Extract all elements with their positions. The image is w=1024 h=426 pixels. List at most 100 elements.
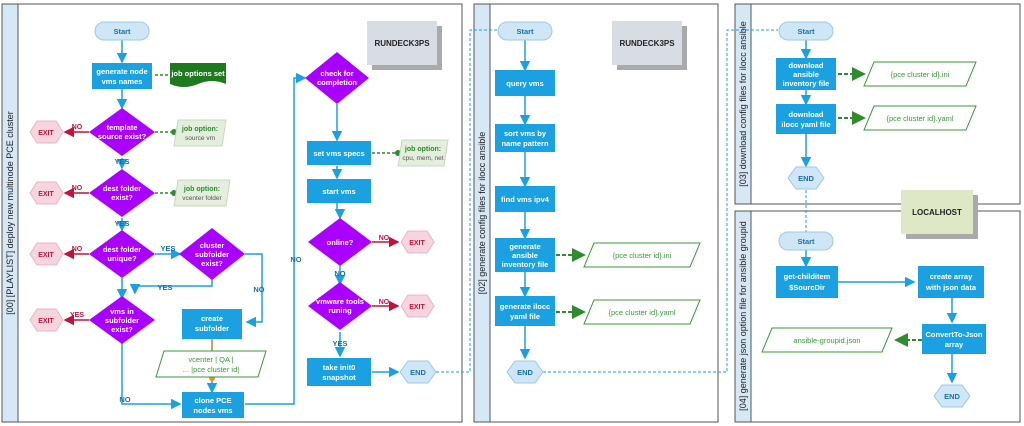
svg-text:dest folder: dest folder: [103, 245, 141, 254]
svg-text:vms names: vms names: [102, 77, 143, 86]
svg-text:EXIT: EXIT: [38, 130, 54, 137]
svg-text:exist?: exist?: [201, 259, 223, 268]
svg-text:Start: Start: [113, 27, 131, 36]
svg-text:Start: Start: [797, 27, 815, 36]
svg-text:NO: NO: [290, 255, 301, 264]
lane-02-title: [02] generate config files for ilocc ans…: [477, 132, 487, 295]
exit-hexagon-4: EXIT: [29, 308, 64, 332]
svg-text:NO: NO: [119, 395, 130, 404]
template-source-decision: template source exist?: [89, 108, 155, 156]
exit-hexagon-5: EXIT: [400, 230, 435, 254]
svg-text:dest folder: dest folder: [103, 184, 141, 193]
start-vms-step: start vms: [307, 179, 371, 203]
end-hexagon-00: END: [399, 360, 437, 384]
yaml-file-data-02: {pce cluster id}.yaml: [583, 299, 701, 325]
exit-hexagon-3: EXIT: [29, 242, 64, 266]
download-inventory-step: download ansible inventory file: [776, 58, 836, 90]
lane-00: [00] [PLAYLIST] deploy new multinode PCE…: [1, 3, 463, 423]
svg-text:END: END: [798, 174, 814, 183]
lane-00-title: [00] [PLAYLIST] deploy new multinode PCE…: [5, 111, 15, 314]
get-childitem-step: get-childitem $SourcDir: [776, 266, 838, 298]
svg-text:with json data: with json data: [925, 283, 977, 292]
svg-text:NO: NO: [72, 185, 83, 192]
generate-node-names-step: generate node vms names: [92, 63, 152, 89]
lane-00-option-links: [155, 74, 398, 194]
svg-text:END: END: [944, 392, 960, 401]
svg-text:source exist?: source exist?: [98, 132, 147, 141]
svg-text:RUNDECK3PS: RUNDECK3PS: [374, 39, 430, 48]
svg-text:get-childitem: get-childitem: [784, 272, 831, 281]
ini-file-data-02: {pce cluster id}.ini: [583, 242, 701, 268]
svg-text:exist?: exist?: [111, 325, 133, 334]
svg-text:vmware tools: vmware tools: [316, 297, 364, 306]
svg-text:Start: Start: [516, 27, 534, 36]
query-vms-step: query vms: [495, 70, 555, 96]
svg-text:YES: YES: [114, 219, 129, 228]
vms-in-subfolder-decision: vms in subfolder exist?: [89, 296, 155, 344]
svg-text:job options set: job options set: [170, 69, 225, 78]
svg-text:job option:: job option:: [183, 186, 220, 193]
start-terminal-04: Start: [778, 231, 834, 251]
svg-text:take init0: take init0: [323, 363, 356, 372]
svg-text:LOCALHOST: LOCALHOST: [912, 208, 962, 217]
svg-text:NO: NO: [379, 299, 390, 306]
svg-text:EXIT: EXIT: [409, 240, 425, 247]
download-yaml-step: download ilocc yaml file: [776, 104, 836, 134]
generate-inventory-step: generate ansible inventory file: [495, 238, 555, 272]
svg-text:generate ilocc: generate ilocc: [500, 302, 550, 311]
start-terminal-00: Start: [94, 21, 150, 41]
svg-text:start vms: start vms: [322, 187, 355, 196]
svg-text:source vm: source vm: [185, 135, 215, 142]
start-terminal-02: Start: [497, 21, 553, 41]
sort-vms-step: sort vms by name pattern: [495, 124, 555, 152]
svg-text:inventory file: inventory file: [502, 260, 549, 269]
svg-text:check for: check for: [320, 69, 353, 78]
svg-text:subfolder: subfolder: [105, 316, 139, 325]
start-terminal-03: Start: [778, 21, 834, 41]
svg-text:ConvertTo-Json: ConvertTo-Json: [926, 330, 983, 339]
svg-text:vcenter | QA |: vcenter | QA |: [188, 355, 233, 364]
svg-text:generate node: generate node: [96, 67, 147, 76]
svg-text:NO: NO: [72, 124, 83, 131]
lane-03: [03] download config files for ilocc ans…: [734, 3, 1021, 205]
svg-text:YES: YES: [157, 283, 172, 292]
yaml-file-data-03: {pce cluster id}.yaml: [863, 105, 977, 131]
inter-lane-links: [436, 29, 807, 373]
svg-text:YES: YES: [332, 339, 347, 348]
svg-text:clone PCE: clone PCE: [194, 396, 231, 405]
svg-text:create: create: [201, 314, 223, 323]
svg-text:ansible: ansible: [512, 251, 538, 260]
svg-text:template: template: [107, 123, 138, 132]
svg-text:{pce cluster id}.yaml: {pce cluster id}.yaml: [608, 308, 675, 317]
job-options-set-document: job options set: [170, 63, 226, 87]
lane-04: [04] generate json option file for ansib…: [734, 210, 1021, 423]
svg-text:job option:: job option:: [404, 146, 441, 153]
svg-text:exist?: exist?: [111, 193, 133, 202]
svg-text:array: array: [945, 340, 964, 349]
svg-text:set vms specs: set vms specs: [313, 149, 364, 158]
svg-text:EXIT: EXIT: [38, 252, 54, 259]
svg-text:cluster: cluster: [200, 241, 225, 250]
generate-yaml-step: generate ilocc yaml file: [495, 296, 555, 326]
end-hexagon-02: END: [506, 360, 544, 384]
svg-text:create array: create array: [930, 272, 973, 281]
svg-text:ilocc yaml file: ilocc yaml file: [781, 120, 830, 129]
dest-folder-exist-decision: dest folder exist?: [89, 169, 155, 217]
create-subfolder-step: create subfolder: [182, 309, 242, 339]
lane-02: [02] generate config files for ilocc ans…: [473, 3, 719, 423]
svg-text:ansible-groupid.json: ansible-groupid.json: [793, 336, 860, 345]
dest-folder-unique-decision: dest folder unique?: [89, 230, 155, 278]
svg-text:EXIT: EXIT: [409, 304, 425, 311]
svg-text:snapshot: snapshot: [322, 373, 356, 382]
lane-03-title: [03] download config files for ilocc ans…: [738, 21, 748, 187]
server-label-rundeck-1: RUNDECK3PS: [367, 21, 442, 70]
lane-03-data-links: [838, 67, 866, 125]
svg-text:$SourcDir: $SourcDir: [789, 283, 825, 292]
lane-00-connectors: [116, 40, 400, 410]
svg-text:download: download: [789, 110, 824, 119]
svg-text:runing: runing: [328, 306, 352, 315]
svg-text:sort vms by: sort vms by: [504, 129, 547, 138]
create-array-step: create array with json data: [918, 266, 984, 298]
svg-text:EXIT: EXIT: [38, 318, 54, 325]
